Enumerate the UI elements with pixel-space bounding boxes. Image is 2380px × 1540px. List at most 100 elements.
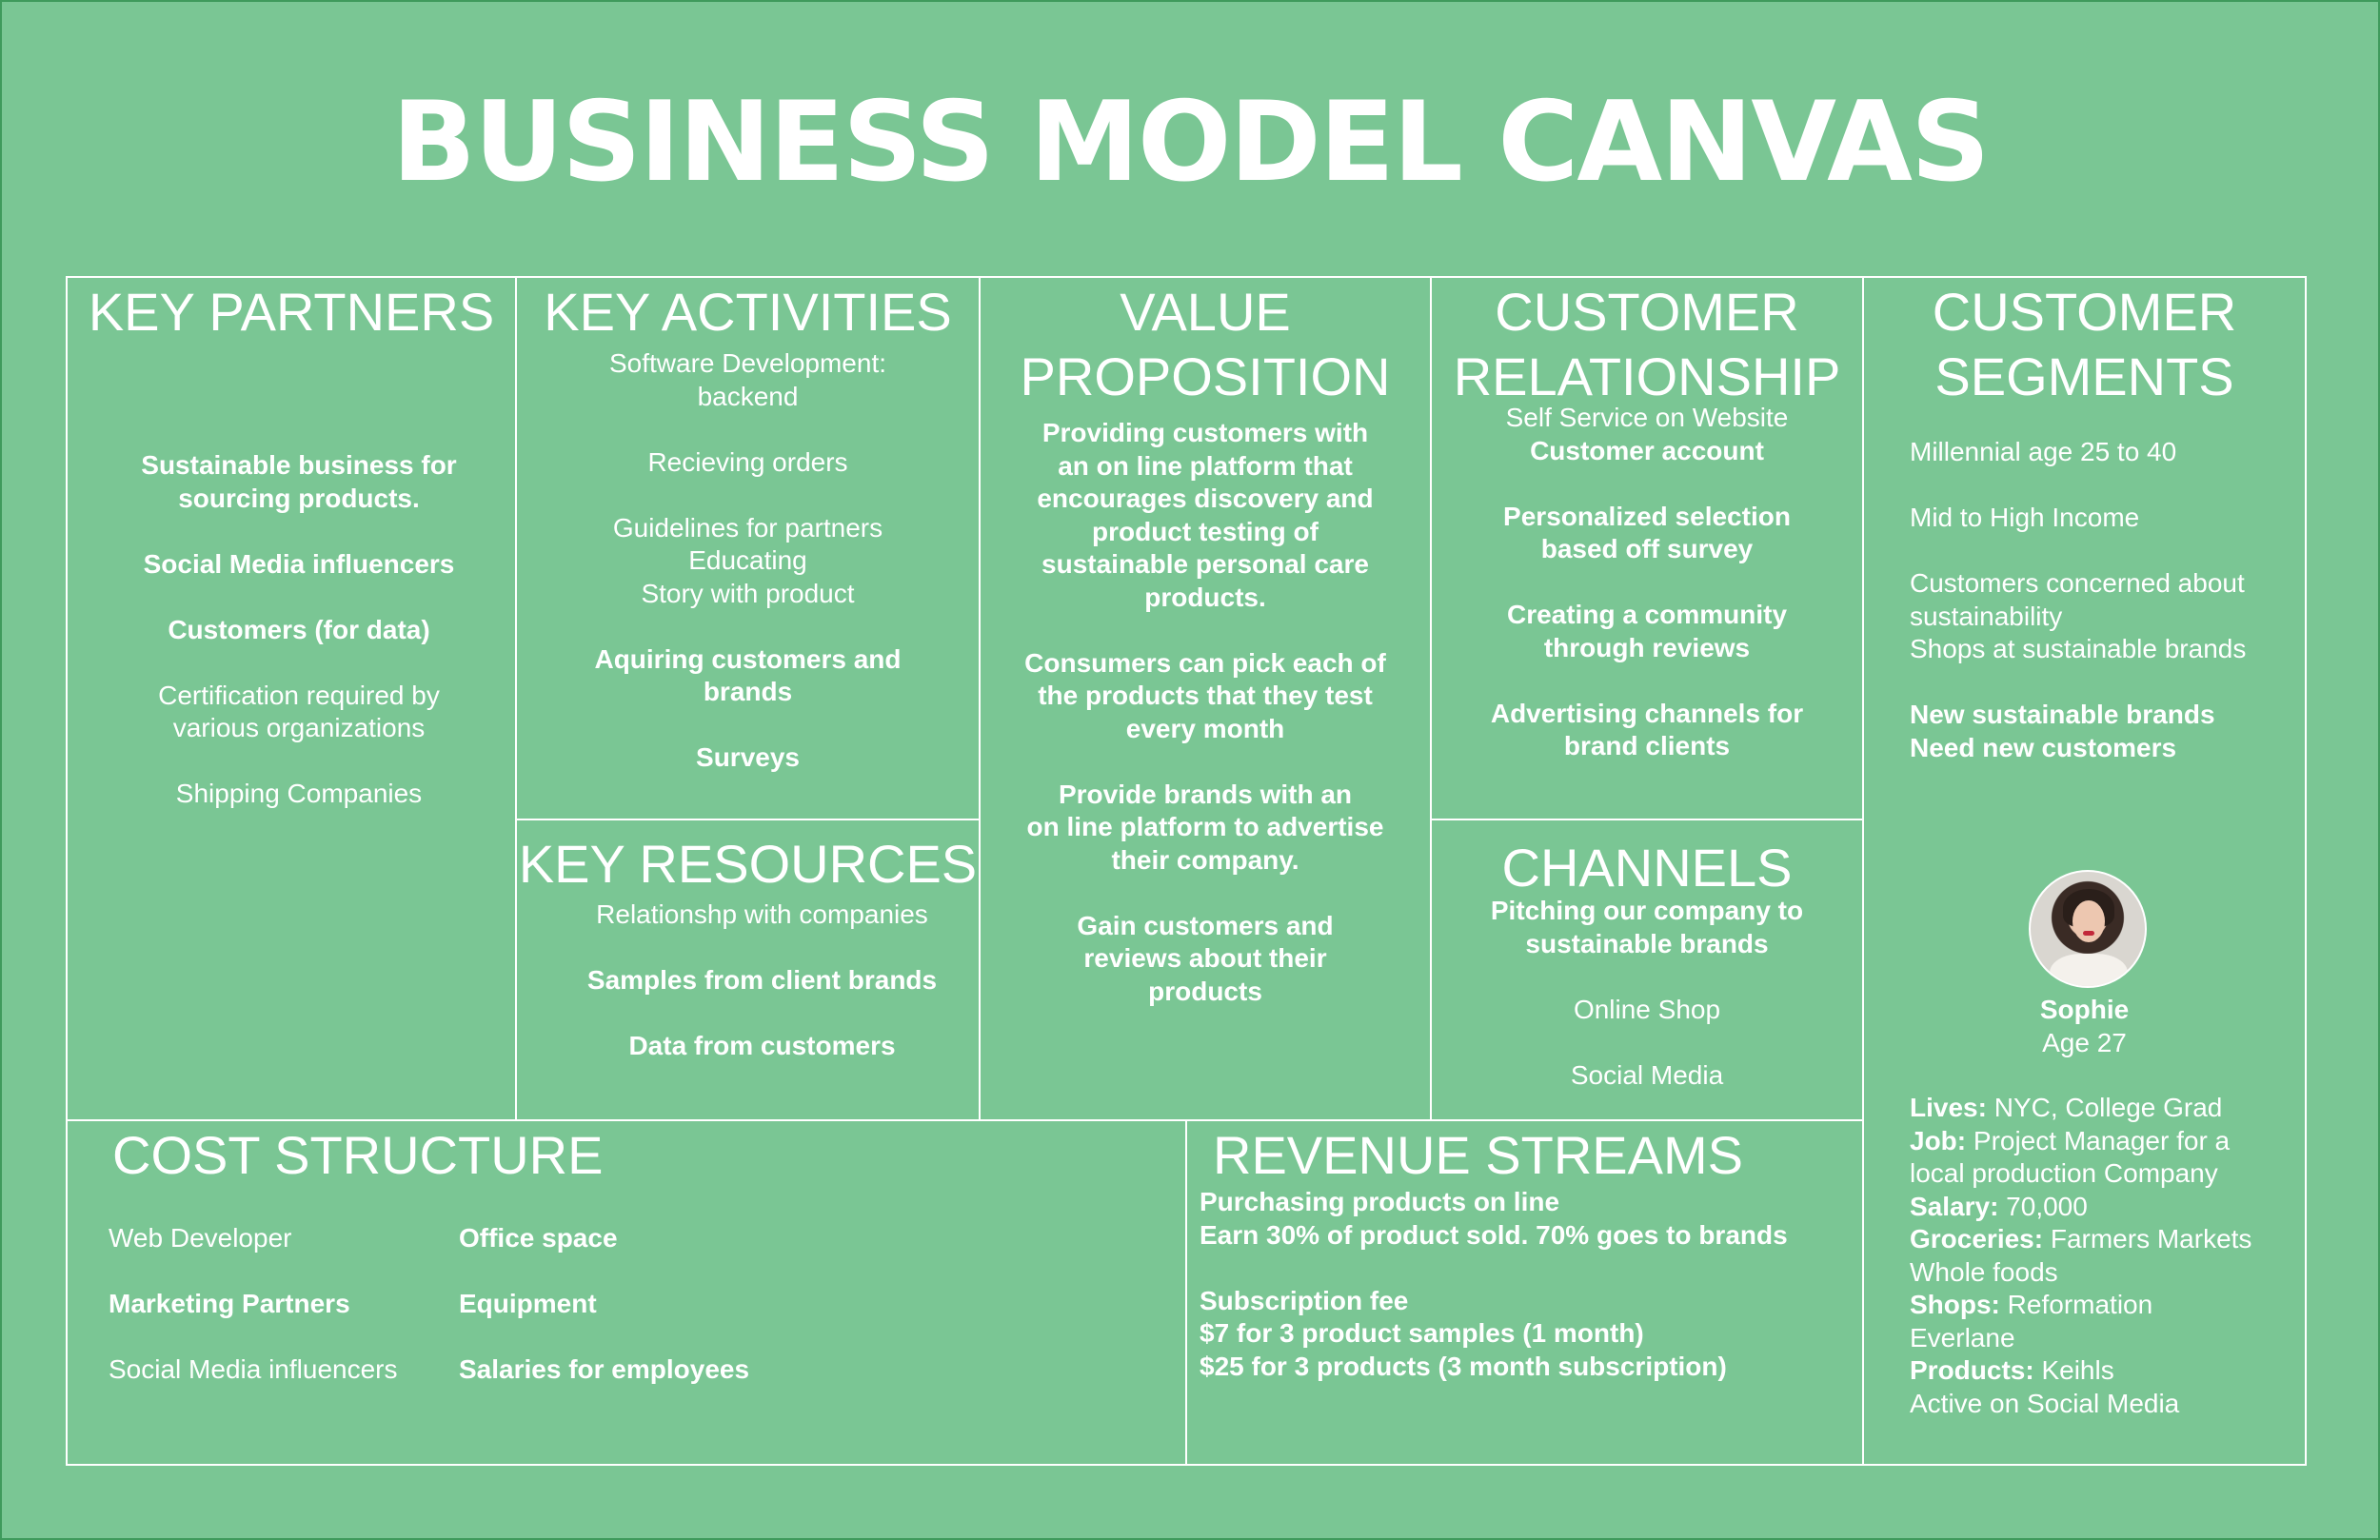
key-activities-item: Surveys [696,742,800,772]
value-proposition-item: Consumers can pick each of [1024,647,1386,678]
customer-segments-item: Mid to High Income [1910,503,2140,532]
value-proposition-section: VALUE PROPOSITION Providing customers wi… [981,280,1430,1008]
key-partners-item: sourcing products. [178,483,420,513]
persona-detail: Everlane [1910,1322,2015,1352]
customer-relationship-item: Creating a community [1506,600,1788,629]
customer-segments-item: Need new customers [1910,732,2177,762]
value-proposition-item: reviews about their [1083,943,1327,973]
value-proposition-item: an on line platform that [1058,450,1353,481]
key-partners-item: Social Media influencers [143,548,455,579]
cost-structure-section: COST STRUCTURE [112,1123,1160,1188]
canvas-border-top [66,276,2307,278]
value-proposition-item: their company. [1111,844,1299,875]
persona-age: Age 27 [2042,1027,2127,1057]
value-proposition-item: Provide brands with an [1058,779,1353,809]
persona-detail: Active on Social Media [1910,1388,2180,1418]
revenue-item: Earn 30% of product sold. 70% goes to br… [1200,1219,1788,1250]
key-partners-item: Certification required by [158,680,440,710]
key-activities-item: Story with product [641,578,855,608]
persona-detail: local production Company [1910,1158,2218,1188]
value-proposition-item: every month [1125,713,1285,743]
customer-segments-section: CUSTOMER SEGMENTS [1864,280,2305,409]
customer-relationship-item: brand clients [1563,731,1731,760]
customer-relationship-section: CUSTOMER RELATIONSHIP Self Service on We… [1432,280,1862,763]
cost-item: Web Developer [109,1223,292,1253]
persona-header: Sophie Age 27 [1864,994,2305,1059]
persona-detail: Salary: 70,000 [1910,1191,2088,1221]
key-activities-item: Educating [688,545,807,575]
customer-segments-item: Shops at sustainable brands [1910,634,2247,663]
avatar [2029,870,2147,988]
key-resources-item: Relationshp with companies [596,899,928,929]
revenue-streams-section: REVENUE STREAMS [1213,1123,1860,1188]
key-resources-item: Data from customers [628,1031,896,1060]
key-partners-item: Customers (for data) [168,614,430,644]
channels-section: CHANNELS Pitching our company to sustain… [1432,836,1862,1092]
revenue-item: $7 for 3 product samples (1 month) [1200,1318,1644,1348]
key-resources-item: Samples from client brands [586,965,938,995]
value-proposition-heading: PROPOSITION [1020,346,1391,406]
value-proposition-heading: VALUE [1120,282,1291,342]
value-proposition-item: encourages discovery and [1037,484,1374,513]
customer-segments-item: New sustainable brands [1910,700,2215,729]
key-partners-item: Sustainable business for [141,450,457,480]
channels-item: Social Media [1570,1059,1724,1090]
key-resources-heading: KEY RESOURCES [518,834,978,894]
canvas-border-left [66,276,68,1466]
persona-detail: Whole foods [1910,1256,2058,1287]
value-proposition-item: on line platform to advertise [1026,812,1384,841]
value-proposition-item: product testing of [1092,516,1319,546]
customer-relationship-item: Advertising channels for [1490,698,1804,728]
cost-structure-col1: Web Developer Marketing Partners Social … [109,1222,451,1387]
cost-structure-col2: Office space Equipment Salaries for empl… [459,1222,840,1387]
key-activities-item: brands [703,677,793,706]
customer-relationship-heading: CUSTOMER [1495,282,1799,342]
cost-item: Marketing Partners [109,1289,350,1318]
customer-relationship-item: based off survey [1540,534,1754,563]
key-activities-section: KEY ACTIVITIES Software Development: bac… [517,280,979,775]
value-proposition-item: Gain customers and [1077,910,1334,940]
cost-structure-heading: COST STRUCTURE [112,1125,604,1185]
persona-detail: Shops: Reformation [1910,1290,2153,1319]
revenue-item: Subscription fee [1200,1285,1409,1315]
key-activities-item: Software Development: [608,348,887,378]
customer-segments-item: sustainability [1910,601,2063,631]
persona-name: Sophie [2039,995,2130,1024]
customer-relationship-item: Self Service on Website [1505,403,1789,432]
key-activities-item: backend [697,381,799,411]
revenue-item: $25 for 3 products (3 month subscription… [1200,1351,1727,1381]
cost-item: Office space [459,1223,618,1253]
channels-heading: CHANNELS [1501,838,1793,898]
value-proposition-item: Providing customers with [1041,418,1369,447]
persona-detail: Job: Project Manager for a [1910,1125,2231,1155]
key-partners-section: KEY PARTNERS Sustainable business for so… [68,280,515,811]
key-partners-item: various organizations [172,713,426,742]
customer-relationship-item: Customer account [1530,435,1764,465]
divider-v-activities [979,276,981,1120]
customer-relationship-heading: RELATIONSHIP [1453,346,1841,406]
key-activities-item: Guidelines for partners [612,512,883,543]
divider-v-value [1430,276,1432,1120]
key-activities-heading: KEY ACTIVITIES [544,282,952,342]
cost-item: Salaries for employees [459,1354,750,1384]
canvas-border-right [2305,276,2307,1466]
value-proposition-item: products. [1144,582,1266,612]
customer-relationship-item: through reviews [1543,632,1751,662]
value-proposition-item: products [1148,976,1262,1006]
value-proposition-item: sustainable personal care [1041,549,1369,579]
customer-segments-list: Millennial age 25 to 40 Mid to High Inco… [1910,436,2305,764]
revenue-streams-list: Purchasing products on line Earn 30% of … [1200,1186,1860,1383]
channels-item: Online Shop [1573,994,1721,1024]
key-partners-item: Shipping Companies [175,779,423,808]
page-title: BUSINESS MODEL CANVAS [391,78,1991,207]
persona-detail: Groceries: Farmers Markets [1910,1224,2252,1254]
divider-h-channels [1430,819,1864,820]
persona-detail: Lives: NYC, College Grad [1910,1093,2223,1122]
key-partners-heading: KEY PARTNERS [88,282,495,342]
customer-segments-heading: CUSTOMER [1932,282,2237,342]
divider-v-cost-revenue [1185,1119,1187,1466]
cost-item: Social Media influencers [109,1354,398,1384]
value-proposition-item: the products that they test [1038,681,1373,710]
cost-item: Equipment [459,1289,597,1318]
